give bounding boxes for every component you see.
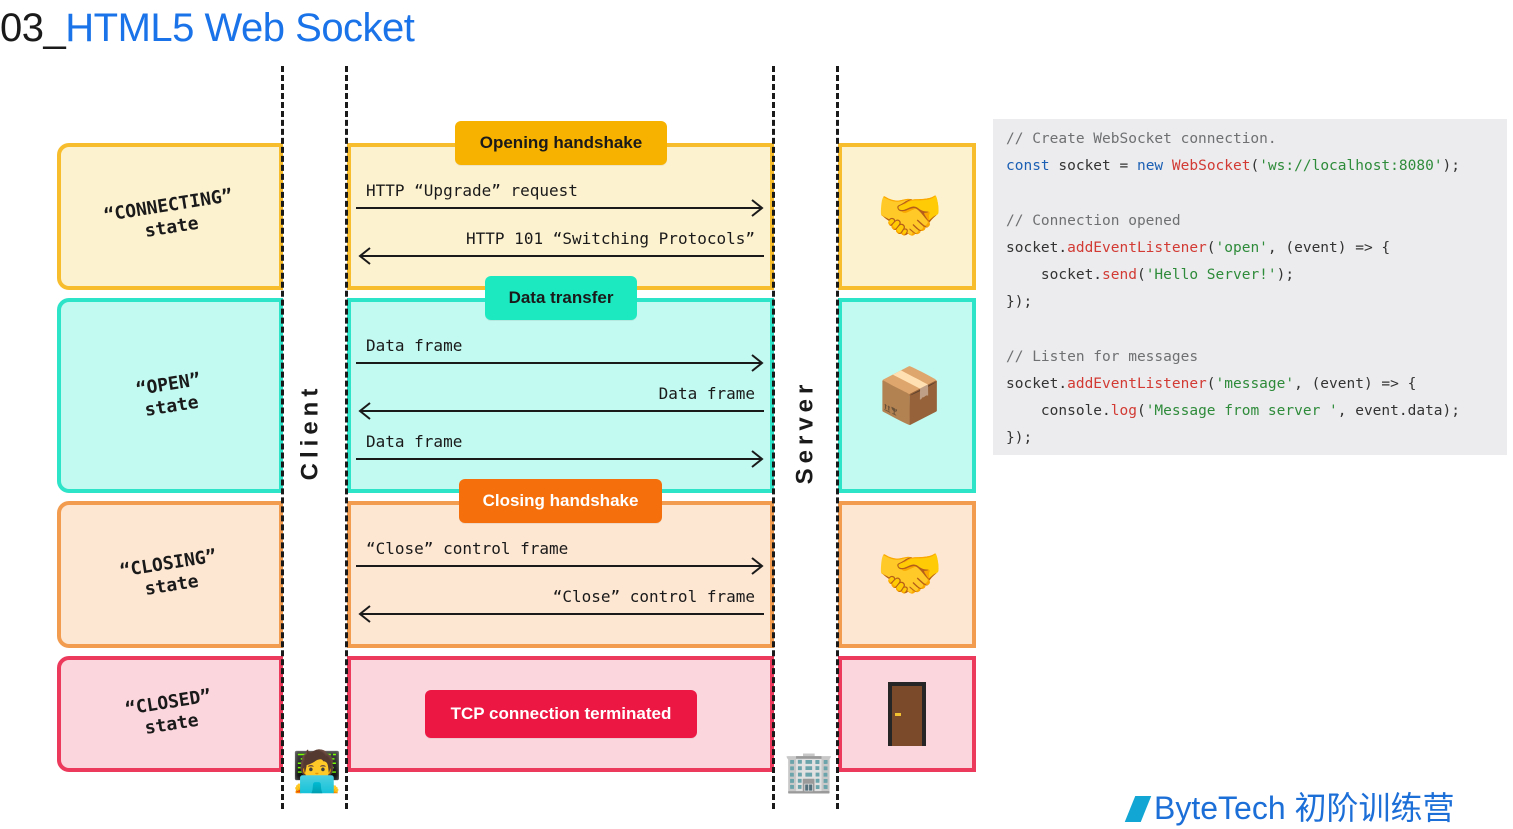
server-building-icon: 🏢 bbox=[784, 750, 834, 794]
state-closed: “CLOSED”state bbox=[57, 656, 283, 772]
bytetech-logo: ByteTech 初阶训练营 bbox=[1124, 783, 1455, 829]
state-connecting: “CONNECTING”state bbox=[57, 143, 283, 290]
arrow-to-server bbox=[356, 354, 764, 372]
server-label: Server bbox=[791, 379, 819, 485]
door-icon bbox=[888, 682, 926, 746]
band-closed-right bbox=[838, 656, 976, 772]
client-avatar-icon: 🧑‍💻 bbox=[292, 750, 342, 794]
code-comment: // Create WebSocket connection. bbox=[1006, 131, 1277, 147]
data-frame-label-3: Data frame bbox=[366, 432, 463, 451]
closing-handshake-tag: Closing handshake bbox=[459, 479, 662, 523]
state-connecting-label: “CONNECTING”state bbox=[102, 184, 235, 242]
opening-handshake-tag: Opening handshake bbox=[455, 121, 667, 165]
code-comment: // Connection opened bbox=[1006, 212, 1181, 229]
tcp-terminated-tag: TCP connection terminated bbox=[425, 690, 697, 738]
state-closed-label: “CLOSED”state bbox=[123, 685, 213, 739]
data-frame-label-1: Data frame bbox=[366, 336, 463, 355]
state-open-label: “OPEN”state bbox=[134, 368, 202, 421]
page-title: 03_HTML5 Web Socket bbox=[0, 6, 415, 51]
state-closing-label: “CLOSING”state bbox=[118, 545, 219, 600]
state-open: “OPEN”state bbox=[57, 298, 283, 493]
band-open-right bbox=[838, 298, 976, 493]
code-snippet-panel: // Create WebSocket connection. const so… bbox=[993, 119, 1507, 455]
band-connecting-right bbox=[838, 143, 976, 290]
title-number: 03_ bbox=[0, 6, 66, 50]
arrow-to-client bbox=[358, 247, 764, 265]
switching-protocols-label: HTTP 101 “Switching Protocols” bbox=[466, 229, 755, 248]
logo-mark-icon bbox=[1124, 796, 1152, 822]
data-transfer-tag: Data transfer bbox=[485, 276, 637, 320]
state-closing: “CLOSING”state bbox=[57, 501, 283, 648]
arrow-to-server bbox=[356, 199, 764, 217]
client-lane-right-line bbox=[345, 66, 348, 809]
arrow-to-server bbox=[356, 557, 764, 575]
upgrade-request-label: HTTP “Upgrade” request bbox=[366, 181, 578, 200]
title-text: HTML5 Web Socket bbox=[65, 6, 415, 50]
package-icon: 📦 bbox=[876, 366, 944, 426]
arrow-to-server bbox=[356, 450, 764, 468]
handshake-closing-icon: 🤝 bbox=[876, 544, 944, 604]
server-lane-right-line bbox=[836, 66, 839, 809]
server-lane-left-line bbox=[772, 66, 775, 809]
band-closing-right bbox=[838, 501, 976, 648]
arrow-to-client bbox=[358, 605, 764, 623]
logo-text: ByteTech 初阶训练营 bbox=[1154, 790, 1455, 826]
client-label: Client bbox=[296, 383, 324, 481]
handshake-icon: 🤝 bbox=[876, 186, 944, 246]
client-lane-left-line bbox=[281, 66, 284, 809]
close-frame-label-2: “Close” control frame bbox=[552, 587, 755, 606]
data-frame-label-2: Data frame bbox=[658, 384, 755, 403]
band-closing-middle bbox=[347, 501, 774, 648]
arrow-to-client bbox=[358, 402, 764, 420]
code-comment: // Listen for messages bbox=[1006, 348, 1199, 365]
close-frame-label-1: “Close” control frame bbox=[366, 539, 569, 558]
